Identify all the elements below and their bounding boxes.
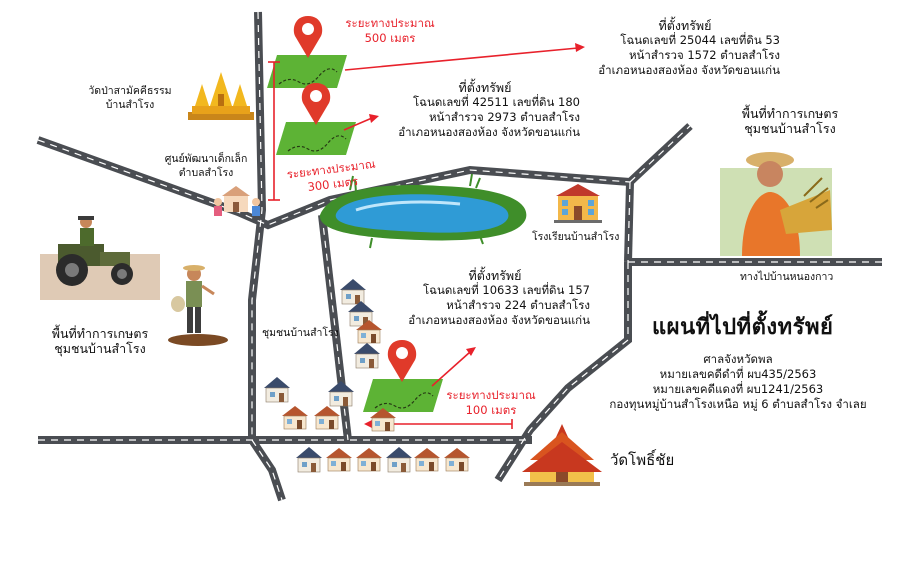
survey-page: หน้าสำรวจ 2973 ตำบลสำโรง (428, 110, 580, 124)
school-icon (554, 184, 602, 223)
deed-number: โฉนดเลขที่ 10633 เลขที่ดิน 157 (422, 283, 590, 297)
page-title: แผนที่ไปที่ตั้งทรัพย์ (652, 315, 834, 340)
property-a-info: ที่ตั้งทรัพย์ โฉนดเลขที่ 25044 เลขที่ดิน… (570, 18, 780, 78)
wat-pho-chai-label: วัดโพธิ์ชัย (610, 451, 675, 469)
defendant: กองทุนหมู่บ้านสำโรงเหนือ หมู่ 6 ตำบลสำโร… (609, 397, 867, 411)
deed-number: โฉนดเลขที่ 42511 เลขที่ดิน 180 (412, 95, 580, 109)
distance-label: ระยะทางประมาณ (345, 16, 435, 30)
tractor-icon (40, 216, 160, 300)
childcare-label: ศูนย์พัฒนาเด็กเล็ก ตำบลสำโรง (164, 153, 248, 179)
farmer-sowing-icon (168, 265, 228, 346)
community-label: ชุมชนบ้านสำโรง (262, 327, 339, 339)
school-label: โรงเรียนบ้านสำโรง (532, 231, 620, 243)
distance-markers (268, 43, 585, 429)
district-province: อำเภอหนองสองห้อง จังหวัดขอนแก่น (408, 313, 590, 327)
pond-icon (319, 173, 527, 249)
property-heading: ที่ตั้งทรัพย์ (658, 18, 712, 33)
property-b-info: ที่ตั้งทรัพย์ โฉนดเลขที่ 42511 เลขที่ดิน… (370, 80, 580, 140)
survey-page: หน้าสำรวจ 224 ตำบลสำโรง (446, 298, 590, 312)
wat-pho-chai-icon (522, 424, 602, 486)
property-a-distance: ระยะทางประมาณ 500 เมตร (335, 16, 445, 46)
property-heading: ที่ตั้งทรัพย์ (468, 268, 522, 283)
black-case-number: หมายเลขคดีดำที่ ผบ435/2563 (659, 367, 817, 381)
property-heading: ที่ตั้งทรัพย์ (458, 80, 512, 95)
property-b-marker (275, 83, 357, 156)
rice-farmer-icon (720, 152, 832, 256)
deed-number: โฉนดเลขที่ 25044 เลขที่ดิน 53 (620, 33, 780, 47)
district-province: อำเภอหนองสองห้อง จังหวัดขอนแก่น (398, 125, 580, 139)
distance-label: ระยะทางประมาณ (446, 388, 536, 402)
distance-value: 100 เมตร (465, 403, 517, 417)
district-province: อำเภอหนองสองห้อง จังหวัดขอนแก่น (598, 63, 780, 77)
temple-top-label: วัดป่าสามัคคีธรรม บ้านสำโรง (88, 85, 172, 111)
temple-icon (188, 72, 254, 120)
road-east-label: ทางไปบ้านหนองกาว (740, 271, 834, 283)
childcare-center-icon (214, 186, 260, 216)
court-info: ศาลจังหวัดพล หมายเลขคดีดำที่ ผบ435/2563 … (598, 352, 878, 412)
farm-left-label: พื้นที่ทำการเกษตร ชุมชนบ้านสำโรง (51, 326, 149, 356)
court-name: ศาลจังหวัดพล (703, 352, 773, 366)
property-c-distance: ระยะทางประมาณ 100 เมตร (436, 388, 546, 418)
distance-value: 500 เมตร (364, 31, 416, 45)
farm-right-label: พื้นที่ทำการเกษตร ชุมชนบ้านสำโรง (741, 106, 839, 136)
property-c-info: ที่ตั้งทรัพย์ โฉนดเลขที่ 10633 เลขที่ดิน… (380, 268, 590, 328)
survey-page: หน้าสำรวจ 1572 ตำบลสำโรง (628, 48, 780, 62)
red-case-number: หมายเลขคดีแดงที่ ผบ1241/2563 (652, 382, 824, 396)
